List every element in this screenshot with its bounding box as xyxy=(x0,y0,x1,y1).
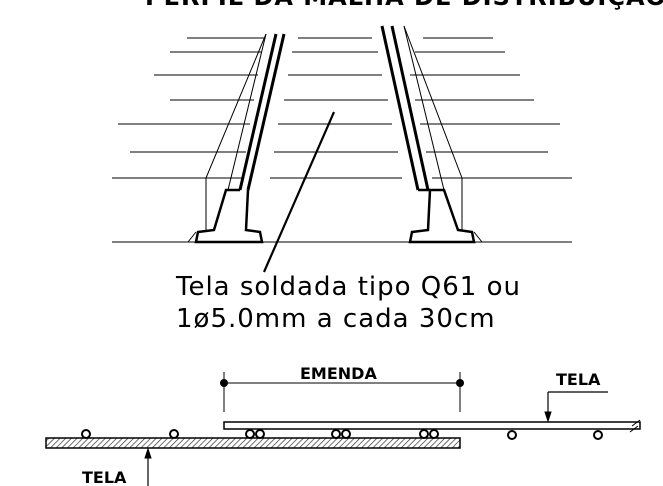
mesh-spec-line-1: Tela soldada tipo Q61 ou xyxy=(176,272,521,302)
tela-left-leader xyxy=(144,447,152,486)
right-joist xyxy=(380,25,483,244)
emenda-label: EMENDA xyxy=(300,364,377,383)
left-joist xyxy=(187,33,286,244)
mesh-horizontal-lines xyxy=(112,37,572,243)
mesh-spec-line-2: 1ø5.0mm a cada 30cm xyxy=(176,304,496,334)
drawing-title: PERFIL DA MALHA DE DISTRIBUIÇÃO xyxy=(145,0,663,11)
emenda-dimension xyxy=(220,372,464,412)
lower-mesh-bar xyxy=(45,437,461,449)
transverse-bars xyxy=(81,429,603,440)
tela-right-leader xyxy=(544,391,608,423)
tela-label-left: TELA xyxy=(82,468,127,486)
tela-label-right: TELA xyxy=(556,370,601,389)
upper-mesh-bar xyxy=(223,419,641,433)
note-leader-line xyxy=(262,111,336,273)
